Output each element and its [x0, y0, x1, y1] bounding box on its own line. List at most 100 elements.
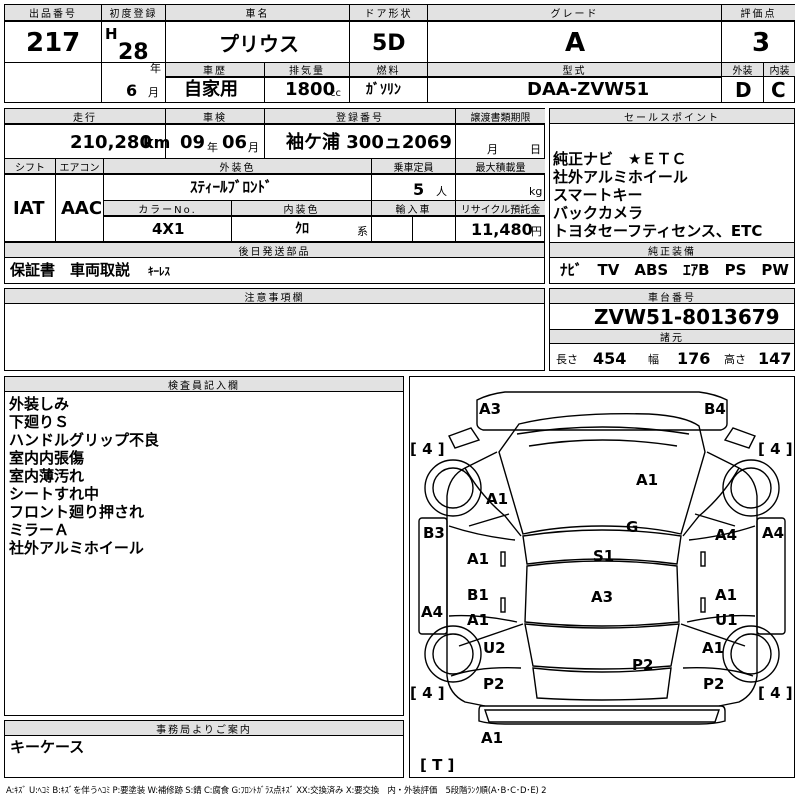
sales-point-line: バックカメラ: [553, 204, 644, 222]
damage-mark: A1: [715, 586, 738, 604]
capacity-unit: 人: [436, 185, 447, 198]
inspector-notes: 外装しみ 下廻りＳ ハンドルグリップ不良 室内内張傷 室内薄汚れ シートすれ中 …: [9, 395, 159, 557]
office-value: キーケース: [10, 738, 85, 756]
recycle-deposit: 11,480: [471, 220, 533, 239]
windshield: [522, 529, 682, 565]
transfer-deadline-label: 譲渡書類期限: [470, 112, 531, 124]
sales-points-box: [549, 108, 795, 284]
doors: 5D: [372, 31, 406, 56]
model-name: プリウス: [219, 32, 299, 56]
recycle-unit: 円: [531, 225, 542, 238]
tire-front-right: [ 4 ]: [758, 440, 793, 458]
sales-points-list: 純正ナビ ★ＥＴＣ 社外アルミホイール スマートキー バックカメラ トヨタセーフ…: [553, 150, 762, 240]
inspection-year-unit: 年: [207, 141, 218, 154]
width-value: 176: [677, 349, 711, 368]
sales-points-label: セールスポイント: [624, 112, 720, 124]
inspector-line: 社外アルミホイール: [9, 539, 144, 557]
sales-point-line: 純正ナビ ★ＥＴＣ: [553, 150, 687, 168]
max-load-label: 最大積載量: [475, 162, 526, 174]
roof: [524, 560, 680, 627]
color-no-label: カラーNo.: [138, 204, 197, 216]
office-box: [4, 720, 404, 778]
first-registration-label: 初度登録: [109, 9, 158, 20]
capacity-label: 乗車定員: [393, 162, 434, 174]
damage-mark: A4: [762, 524, 785, 542]
interior-color-unit: 系: [357, 225, 368, 238]
inspector-line: ハンドルグリップ不良: [9, 431, 160, 449]
score: 3: [752, 28, 771, 58]
inspector-line: 下廻りＳ: [9, 413, 70, 431]
sales-point-line: 社外アルミホイール: [553, 168, 688, 186]
displacement-label: 排気量: [289, 66, 325, 77]
color-label: 外装色: [219, 162, 256, 174]
history-label: 車歴: [203, 66, 227, 77]
recycle-label: リサイクル預託金: [460, 204, 541, 216]
hood: [498, 413, 706, 535]
left-mirror: [448, 427, 481, 449]
height-label: 高さ: [724, 353, 746, 366]
mileage-unit: km: [143, 133, 171, 152]
tread-depth: [ T ]: [420, 756, 455, 774]
exterior-color: ｽﾃｨｰﾙﾌﾞﾛﾝﾄﾞ: [190, 178, 273, 196]
plate-label: 登録番号: [336, 112, 384, 124]
mileage: 210,280: [70, 132, 152, 153]
month-unit: 月: [148, 86, 159, 99]
tire-rear-right: [ 4 ]: [758, 684, 793, 702]
damage-mark: B1: [467, 586, 489, 604]
lot-number: 217: [26, 28, 81, 58]
rear-window: [524, 623, 680, 670]
exterior-grade-label: 外装: [732, 66, 753, 77]
car-diagram: [418, 391, 786, 725]
sales-point-line: スマートキー: [553, 186, 643, 204]
door-handle: [700, 597, 706, 613]
air-conditioner: AAC: [61, 198, 103, 219]
interior-color: ｸﾛ: [295, 221, 309, 237]
right-mirror: [723, 427, 756, 449]
model-name-label: 車名: [245, 9, 270, 20]
interior-color-label: 内装色: [283, 204, 320, 216]
history: 自家用: [184, 79, 238, 100]
genuine-equipment-label: 純正装備: [648, 246, 696, 258]
damage-mark: P2: [483, 675, 505, 693]
chassis-number: ZVW51-8013679: [594, 305, 780, 329]
inspector-line: ミラーＡ: [9, 521, 70, 539]
year-unit: 年: [150, 62, 161, 75]
header-box: [4, 4, 795, 103]
tire-rear-left: [ 4 ]: [410, 684, 445, 702]
inspection-label: 車検: [203, 112, 227, 124]
inspector-label: 検査員記入欄: [168, 380, 240, 392]
wheel-rear-left: [424, 625, 482, 683]
inspector-line: 外装しみ: [9, 395, 70, 413]
damage-mark: B3: [423, 524, 445, 542]
length-label: 長さ: [556, 353, 578, 366]
vehicle-info-box: [4, 108, 545, 242]
doors-label: ドア形状: [364, 9, 413, 20]
damage-mark: A3: [591, 588, 614, 606]
damage-mark: A1: [702, 639, 725, 657]
damage-mark: G: [626, 518, 639, 536]
damage-mark: A4: [715, 526, 738, 544]
transfer-month-unit: 月: [487, 143, 498, 156]
wheel-rear-right: [722, 625, 780, 683]
ac-label: エアコン: [59, 162, 100, 174]
damage-mark: B4: [704, 400, 726, 418]
type-label: 型式: [562, 66, 587, 77]
door-handle: [500, 597, 506, 613]
width-label: 幅: [648, 353, 659, 366]
damage-mark: S1: [593, 547, 615, 565]
inspection-month: 06: [222, 132, 248, 153]
sales-point-line: トヨタセーフティセンス、ETC: [553, 222, 763, 240]
wheel-front-left: [424, 459, 482, 517]
fuel: ｶﾞｿﾘﾝ: [366, 82, 401, 98]
plate-number: 袖ケ浦 300ュ2069: [286, 132, 452, 153]
later-parts-label: 後日発送部品: [238, 246, 311, 258]
era: H: [105, 25, 118, 43]
office-label: 事務局よりご案内: [156, 724, 252, 736]
capacity: 5: [413, 180, 425, 199]
grade-label: グレード: [550, 9, 599, 20]
transfer-day-unit: 日: [530, 143, 541, 156]
length-value: 454: [593, 349, 627, 368]
spec-label: 諸元: [660, 333, 684, 344]
damage-mark: A1: [486, 490, 509, 508]
height-value: 147: [758, 349, 792, 368]
